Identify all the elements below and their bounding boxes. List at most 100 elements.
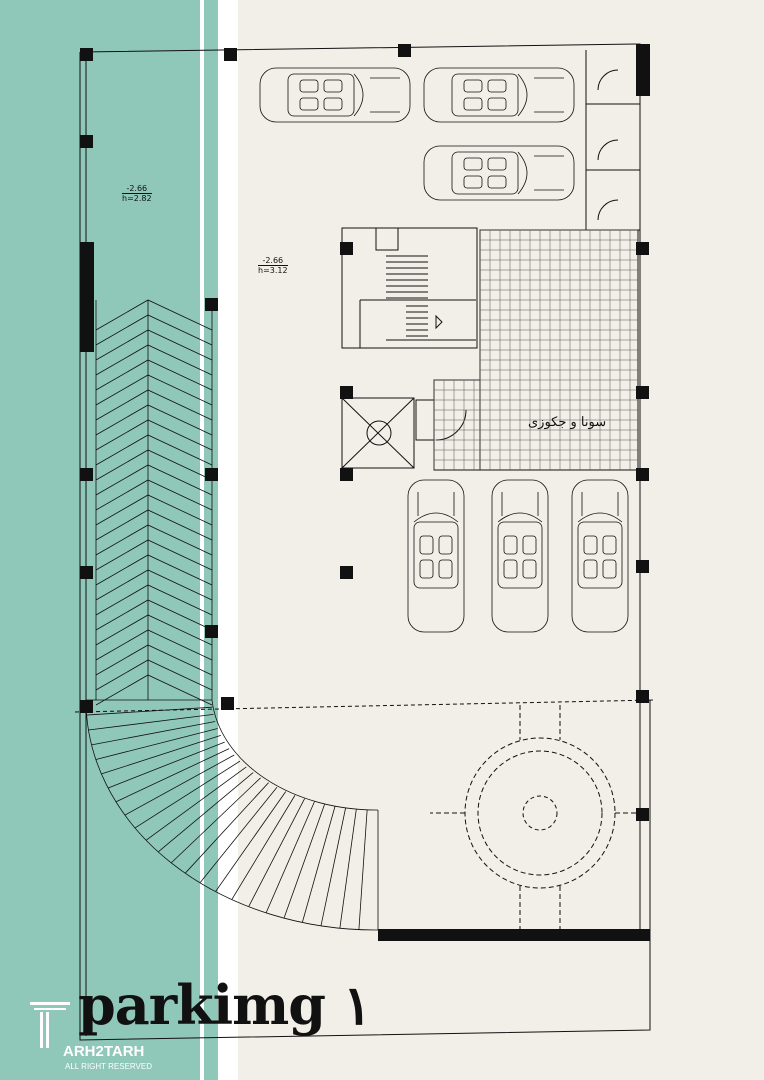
walls	[74, 43, 656, 1041]
column	[80, 566, 93, 579]
ramp-step	[215, 791, 287, 892]
car-seat	[602, 559, 617, 579]
ramp-step	[231, 795, 296, 900]
ramp-step	[358, 809, 368, 930]
car-seat	[463, 175, 483, 189]
ramp-step	[302, 806, 336, 923]
ramp-step	[146, 766, 247, 841]
column	[224, 48, 237, 61]
car-cabin	[497, 521, 543, 589]
ramp-step	[124, 754, 235, 816]
ramp-chevron	[95, 509, 213, 541]
level-marker-1: -2.66 h=2.82	[122, 184, 152, 203]
car-seat	[463, 79, 483, 93]
ramp-chevron	[95, 599, 213, 631]
car-cabin	[451, 73, 519, 117]
car-icon	[407, 479, 465, 633]
column-wall	[636, 44, 650, 96]
ramp-step	[265, 801, 315, 913]
car-seat	[487, 97, 507, 111]
ramp-chevron	[95, 434, 213, 466]
ramp-chevron	[95, 374, 213, 406]
column	[205, 298, 218, 311]
car-seat	[463, 97, 483, 111]
column	[340, 468, 353, 481]
ramp-step	[86, 706, 213, 716]
car-cabin	[413, 521, 459, 589]
ramp-chevron	[95, 359, 213, 391]
ramp-chevron	[95, 314, 213, 346]
white-stripe	[200, 0, 204, 1080]
car-seat	[323, 97, 343, 111]
ramp-chevron	[95, 644, 213, 676]
stair-outline	[359, 299, 476, 348]
column	[80, 468, 93, 481]
car-detail	[353, 73, 400, 117]
white-stripe-wide	[218, 0, 238, 1080]
ramp-curve	[85, 699, 379, 931]
ramp-chevron	[95, 329, 213, 361]
car-seat	[299, 97, 319, 111]
car-icon	[571, 479, 629, 633]
car-cabin	[287, 73, 355, 117]
level-marker-2: -2.66 h=3.12	[258, 256, 288, 275]
column	[340, 566, 353, 579]
column-wall	[80, 242, 94, 352]
column	[340, 386, 353, 399]
sauna-tile-floor	[433, 229, 639, 471]
ramp-chevron	[95, 569, 213, 601]
ramp-chevron	[95, 389, 213, 421]
ramp-chevron	[95, 554, 213, 586]
column	[221, 697, 234, 710]
column	[205, 625, 218, 638]
ramp-chevron	[95, 299, 213, 331]
room-label-sauna-jacuzzi: سونا و جکوزی	[528, 415, 607, 430]
ramp-chevron	[95, 659, 213, 691]
ramp-step	[339, 809, 357, 929]
ramp-step	[91, 721, 216, 746]
column	[205, 468, 218, 481]
car-seat	[487, 79, 507, 93]
ramp-step	[320, 807, 347, 926]
logo-rights: ALL RIGHT RESERVED	[65, 1062, 152, 1071]
car-seat	[419, 535, 434, 555]
car-detail	[497, 492, 543, 523]
car-seat	[503, 535, 518, 555]
car-icon	[423, 67, 575, 123]
wall-solid	[378, 929, 650, 941]
car-seat	[299, 79, 319, 93]
car-seat	[522, 559, 537, 579]
logo-column-icon	[30, 1002, 70, 1048]
ramp-step	[199, 787, 278, 883]
column	[636, 560, 649, 573]
car-seat	[503, 559, 518, 579]
ramp-step	[248, 798, 305, 907]
car-cabin	[451, 151, 519, 195]
teal-band-narrow	[204, 0, 218, 1080]
logo-brand: ARH2TARH	[63, 1043, 145, 1060]
ramp-chevron	[95, 539, 213, 571]
column	[636, 690, 649, 703]
ramp-chevron	[95, 614, 213, 646]
column	[80, 135, 93, 148]
column	[80, 700, 93, 713]
page-title: parkimg ۱	[78, 973, 373, 1037]
column	[636, 242, 649, 255]
column	[340, 242, 353, 255]
elevation-text: -2.66	[258, 256, 288, 266]
ramp-chevron	[95, 494, 213, 526]
car-seat	[487, 157, 507, 171]
car-seat	[522, 535, 537, 555]
car-icon	[259, 67, 411, 123]
ramp-chevron	[95, 464, 213, 496]
car-icon	[491, 479, 549, 633]
ramp-chevron	[95, 524, 213, 556]
ramp-chevron	[95, 674, 213, 706]
height-text: h=2.82	[122, 194, 152, 203]
staircase	[359, 255, 476, 348]
ramp-step	[101, 734, 221, 775]
car-seat	[438, 559, 453, 579]
car-detail	[517, 73, 564, 117]
car-detail	[517, 151, 564, 195]
ramp-step	[95, 728, 218, 760]
